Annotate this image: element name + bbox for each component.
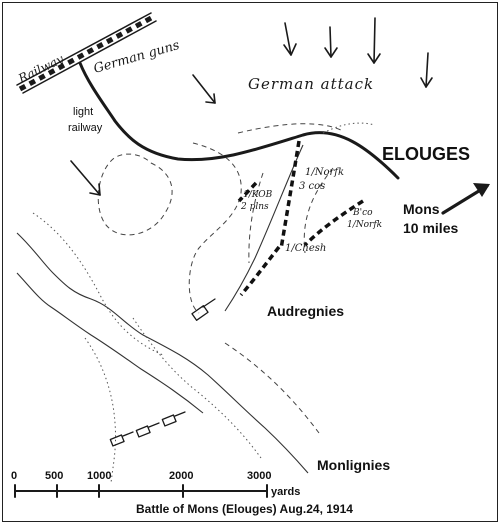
scale-tick-1000: 1000	[87, 470, 111, 482]
norfolk-position	[279, 140, 301, 250]
german-guns-label: German guns	[92, 38, 182, 77]
kob-platoons-label: 2 plns	[240, 202, 269, 212]
scale-unit-label: yards	[271, 486, 300, 498]
light-railway-label-2: railway	[68, 122, 103, 134]
cheshire-position	[239, 245, 281, 297]
contour-lines	[97, 123, 344, 434]
scale-tick-500: 500	[45, 470, 63, 482]
kob-position	[237, 181, 258, 203]
cheshire-label: 1/Chesh	[285, 243, 326, 254]
light-railway-line	[78, 61, 400, 180]
stream-lines	[16, 144, 309, 474]
battle-map: Railway German guns German attack 1/Norf…	[11, 12, 490, 516]
scale-tick-3000: 3000	[247, 470, 271, 482]
scale-bar: 0 500 1000 2000 3000 yards	[11, 470, 300, 498]
scale-tick-2000: 2000	[169, 470, 193, 482]
map-title: Battle of Mons (Elouges) Aug.24, 1914	[136, 502, 353, 516]
german-attack-label: German attack	[248, 75, 374, 93]
bco-label: B'co	[352, 208, 373, 218]
kob-label: 1/KOB	[243, 190, 273, 200]
dotted-tracks	[32, 122, 376, 484]
norfolk-companies-label: 3 cos	[299, 181, 325, 192]
mons-label: Mons	[403, 201, 440, 217]
railway-line	[16, 12, 157, 94]
norfolk-label: 1/Norfk	[305, 167, 344, 178]
bco-norfolk-label: 1/Norfk	[347, 220, 382, 230]
audregnies-label: Audregnies	[267, 303, 344, 319]
gun-icon	[109, 298, 216, 447]
scale-tick-0: 0	[11, 470, 17, 482]
light-railway-label: light	[73, 106, 93, 118]
mons-arrow-icon	[441, 183, 490, 215]
troop-positions	[237, 140, 364, 297]
elouges-label: ELOUGES	[382, 144, 470, 164]
monlignies-label: Monlignies	[317, 457, 390, 473]
mons-distance-label: 10 miles	[403, 220, 458, 236]
railway-label: Railway	[15, 52, 66, 86]
arrow-icon	[70, 17, 433, 196]
